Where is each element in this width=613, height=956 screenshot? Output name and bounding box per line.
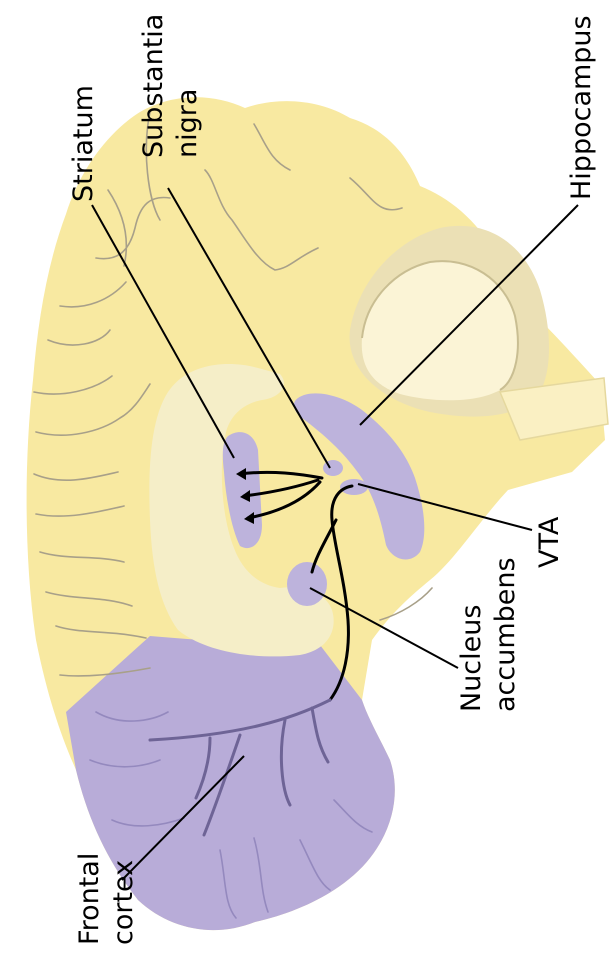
- vta-label: VTA: [534, 516, 565, 568]
- frontal-cortex-label-line1: Frontal: [74, 853, 105, 945]
- nucleus-accumbens-label-line2: accumbens: [490, 557, 521, 712]
- substantia-nigra-label-line2: nigra: [172, 89, 203, 158]
- frontal-cortex-label-line2: cortex: [108, 860, 139, 945]
- striatum-label: Striatum: [68, 85, 99, 202]
- nucleus-accumbens-region: [287, 562, 327, 606]
- nucleus-accumbens-label-line1: Nucleus: [456, 605, 487, 712]
- hippocampus-label: Hippocampus: [566, 15, 597, 200]
- substantia-nigra-label-line1: Substantia: [138, 14, 169, 158]
